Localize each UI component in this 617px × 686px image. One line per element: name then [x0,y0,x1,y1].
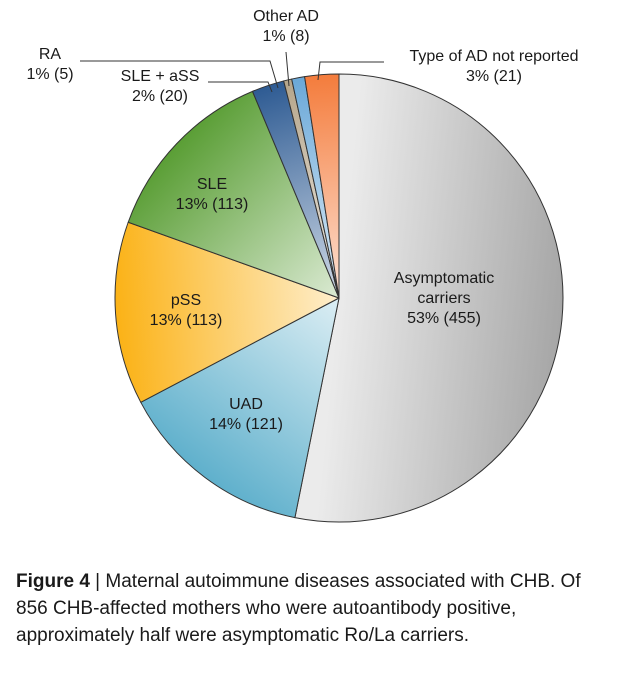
leader-line-not-reported [317,61,384,81]
slice-label-value: 53% (455) [407,310,481,327]
slice-label-ra: RA 1% (5) [26,46,73,83]
leader-line-ra [80,60,279,89]
caption-text: Maternal autoimmune diseases associated … [16,571,581,646]
slice-label-name: Type of AD not reported [410,48,579,65]
slice-label-value: 1% (8) [262,28,309,45]
leader-line-other-ad [285,51,290,87]
slice-label-name: pSS [171,292,201,309]
pie-slice-asymptomatic [294,73,564,523]
slice-label-asymptomatic: Asymptomatic carriers 53% (455) [394,270,494,327]
slice-label-uad: UAD 14% (121) [209,396,283,433]
slice-label-other-ad: Other AD 1% (8) [253,8,319,45]
slice-labels: Asymptomatic carriers 53% (455) UAD 14% (121… [26,8,578,433]
slice-label-sle: SLE 13% (113) [176,176,249,213]
pie-slice-uad [140,297,340,519]
slice-label-value: 13% (113) [176,196,249,213]
caption-separator: | [89,571,106,592]
slice-label-name: Asymptomatic [394,270,494,287]
pie-slice-pss [114,221,340,403]
slice-label-name: RA [39,46,62,63]
pie-chart: Asymptomatic carriers 53% (455) UAD 14% (121… [26,8,579,523]
slice-label-value: 2% (20) [132,88,188,105]
figure-label: Figure 4 [16,571,90,592]
slice-label-name: SLE + aSS [121,68,200,85]
slice-label-name: Other AD [253,8,319,25]
pie-slice-not-reported [304,73,340,299]
slice-label-pss: pSS 13% (113) [150,292,223,329]
pie-slice-sle [127,90,340,299]
slice-label-value: 1% (5) [26,66,73,83]
pie-slices [114,73,564,523]
slice-label-value: 3% (21) [466,68,522,85]
slice-label-name: carriers [417,290,470,307]
leader-lines [80,51,384,93]
slice-label-value: 14% (121) [209,416,283,433]
slice-label-name: UAD [229,396,263,413]
slice-label-sle-ass: SLE + aSS 2% (20) [121,68,200,105]
slice-label-not-reported: Type of AD not reported 3% (21) [410,48,579,85]
slice-label-name: SLE [197,176,227,193]
leader-line-sle-ass [208,81,273,93]
slice-label-value: 13% (113) [150,312,223,329]
figure-caption: Figure 4 | Maternal autoimmune diseases … [16,568,608,649]
